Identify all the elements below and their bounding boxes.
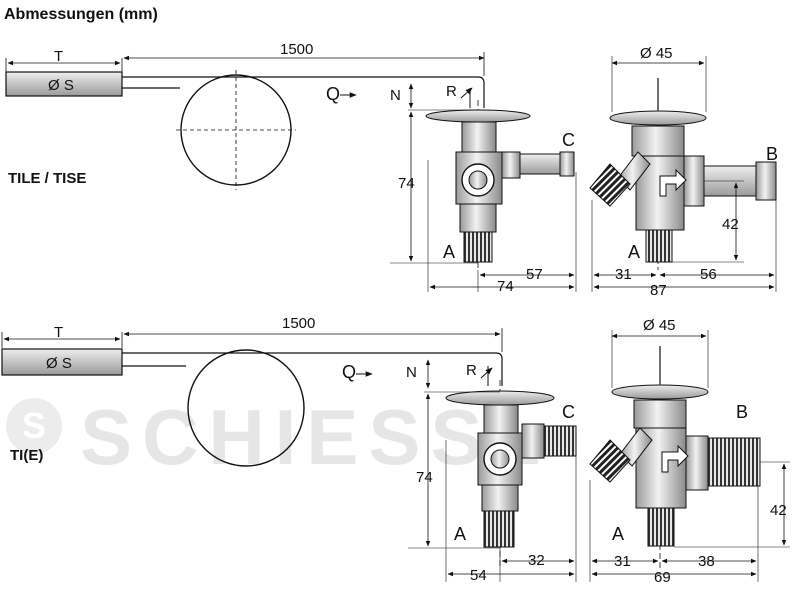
variant-top-label: TILE / TISE xyxy=(8,170,87,187)
label-q: Q xyxy=(326,84,340,104)
page-title: Abmessungen (mm) xyxy=(4,6,158,23)
variant-top-drawing: T Ø S 1500 Q N R C A xyxy=(5,41,778,299)
dim-31-bottom: 31 xyxy=(614,553,631,570)
side-view-valve xyxy=(425,100,575,270)
variant-bottom-label: TI(E) xyxy=(10,447,44,464)
dim-t-bottom: T xyxy=(54,324,63,341)
front-label-b: B xyxy=(766,144,778,164)
dim-74-vertical-bottom: 74 xyxy=(416,469,433,486)
label-r-bottom: R xyxy=(466,362,477,379)
dim-s: Ø S xyxy=(48,77,74,94)
label-n: N xyxy=(390,87,401,104)
side-view-valve-bottom xyxy=(445,380,577,568)
variant-bottom-drawing: T Ø S 1500 Q N R C A 74 xyxy=(1,315,790,586)
dim-1500-bottom: 1500 xyxy=(282,315,315,332)
watermark-logo: S xyxy=(6,398,62,454)
label-r: R xyxy=(446,83,457,100)
dim-1500: 1500 xyxy=(280,41,313,58)
dim-d45-bottom: Ø 45 xyxy=(643,317,676,334)
dim-42-bottom: 42 xyxy=(770,502,787,519)
front-view-valve xyxy=(589,78,777,270)
dim-s-bottom: Ø S xyxy=(46,355,72,372)
dim-69: 69 xyxy=(654,569,671,586)
watermark: SCHIESSL xyxy=(80,393,551,481)
dim-38: 38 xyxy=(698,553,715,570)
front-label-a-bottom: A xyxy=(612,524,624,544)
front-label-b-bottom: B xyxy=(736,402,748,422)
dim-74-horizontal: 74 xyxy=(497,278,514,295)
side-label-c: C xyxy=(562,130,575,150)
sensor-bulb-bottom xyxy=(1,348,123,376)
front-label-a: A xyxy=(628,242,640,262)
dim-32: 32 xyxy=(528,552,545,569)
sensor-bulb xyxy=(5,71,123,97)
side-label-a-bottom: A xyxy=(454,524,466,544)
dim-87: 87 xyxy=(650,282,667,299)
dim-42: 42 xyxy=(722,216,739,233)
capillary-coil-bottom xyxy=(187,349,305,467)
front-view-valve-bottom xyxy=(589,346,761,570)
dim-t: T xyxy=(54,48,63,65)
side-label-a: A xyxy=(443,242,455,262)
dim-57: 57 xyxy=(526,266,543,283)
dim-d45: Ø 45 xyxy=(640,45,673,62)
label-q-bottom: Q xyxy=(342,362,356,382)
label-n-bottom: N xyxy=(406,364,417,381)
dim-54: 54 xyxy=(470,567,487,584)
dim-74-vertical: 74 xyxy=(398,175,415,192)
dim-31: 31 xyxy=(615,266,632,283)
side-label-c-bottom: C xyxy=(562,402,575,422)
dim-56: 56 xyxy=(700,266,717,283)
